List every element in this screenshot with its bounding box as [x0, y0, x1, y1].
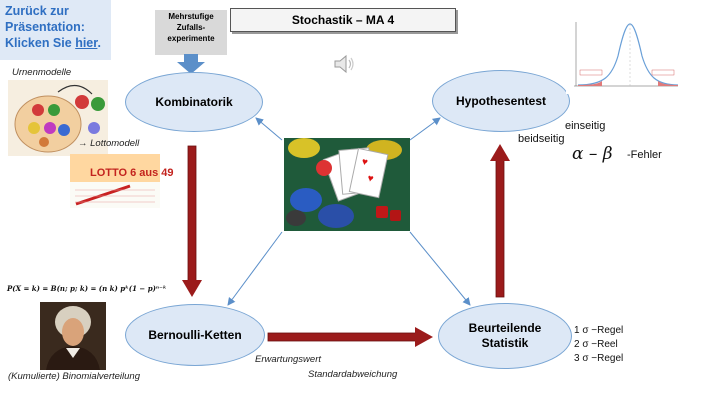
label-sigma-regel-3: 3 σ −Regel: [574, 353, 624, 364]
label-binomial-formula: P(X = k) = B(n; p; k) = (n k) pᵏ(1 − p)ⁿ…: [7, 284, 167, 293]
label-fehler: -Fehler: [627, 149, 662, 161]
label-standardabweichung: Standardabweichung: [308, 369, 398, 380]
back-link-hier[interactable]: hier: [75, 36, 98, 50]
red-arrow-up-shaft: [495, 159, 505, 298]
label-urnenmodelle: Urnenmodelle: [12, 67, 72, 78]
label-lottomodell: → Lottomodell: [78, 138, 140, 149]
node-bernoulli: Bernoulli-Ketten: [125, 304, 265, 366]
lotto-ticket-text: LOTTO 6 aus 49: [90, 167, 174, 179]
speaker-icon[interactable]: [333, 53, 357, 75]
lotto-ticket-image: LOTTO 6 aus 49: [70, 154, 174, 208]
slide-title: Stochastik – MA 4: [230, 8, 456, 32]
label-alpha-beta: α – β: [572, 144, 613, 164]
statistik-line-1: Beurteilende: [468, 321, 542, 335]
back-prefix: Klicken Sie: [5, 36, 76, 50]
label-beidseitig: beidseitig: [518, 133, 565, 145]
normal-distribution-image: [566, 18, 682, 94]
back-to-presentation-box: Zurück zur Präsentation: Klicken Sie hie…: [0, 0, 111, 60]
node-hypothesentest: Hypothesentest: [432, 70, 570, 132]
urn-balls-image: [8, 80, 108, 156]
label-sigma-regel-2: 2 σ −Reel: [574, 339, 618, 350]
back-line-1: Zurück zur: [5, 4, 69, 18]
red-arrow-right-shaft: [267, 332, 417, 342]
back-line-2: Präsentation:: [5, 20, 85, 34]
node-kombinatorik: Kombinatorik: [125, 72, 263, 132]
red-arrow-right-head: [415, 327, 433, 347]
back-suffix: .: [97, 36, 101, 50]
node-statistik: Beurteilende Statistik: [438, 303, 572, 369]
svg-text:♥: ♥: [361, 157, 369, 169]
line-to-statistik: [409, 231, 471, 306]
line-to-hypothesentest: [409, 117, 441, 141]
line-to-bernoulli: [227, 231, 283, 306]
casino-cards-chips-image: ♥♥: [284, 138, 410, 231]
statistik-line-2: Statistik: [481, 336, 529, 350]
label-erwartungswert: Erwartungswert: [255, 354, 321, 365]
red-arrow-up-head: [490, 144, 510, 161]
callout-line-2: Zufalls-: [176, 23, 206, 32]
multistage-callout: Mehrstufige Zufalls- experimente: [155, 10, 227, 55]
label-einseitig: einseitig: [565, 120, 606, 132]
callout-line-3: experimente: [167, 34, 215, 43]
svg-text:♥: ♥: [366, 173, 374, 185]
label-sigma-regel-1: 1 σ −Regel: [574, 325, 624, 336]
bernoulli-portrait-image: [40, 302, 106, 370]
red-arrow-down-head: [182, 280, 202, 297]
back-line-3: Klicken Sie hier.: [5, 35, 106, 51]
label-binomialverteilung: (Kumulierte) Binomialverteilung: [8, 371, 140, 382]
callout-arrow: [177, 54, 205, 74]
callout-line-1: Mehrstufige: [168, 12, 214, 21]
line-to-kombinatorik: [255, 117, 283, 141]
red-arrow-down-shaft: [187, 145, 197, 282]
